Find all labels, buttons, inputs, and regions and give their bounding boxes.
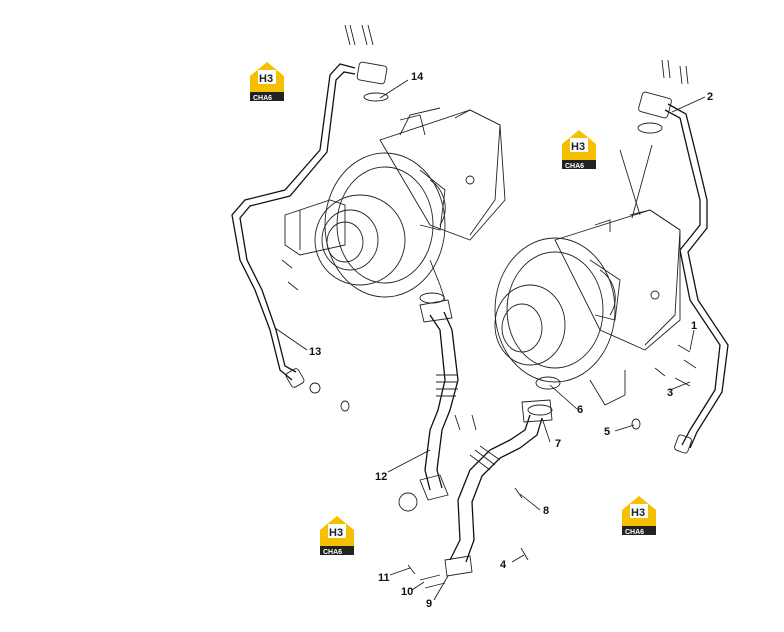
callout-5: 5	[604, 426, 610, 438]
oil-feed-pipe-right	[638, 91, 729, 454]
watermark-logo-4: H3 CHA6	[622, 496, 656, 536]
callout-8: 8	[543, 505, 549, 517]
callout-9: 9	[426, 598, 432, 610]
turbocharger-right	[494, 144, 681, 406]
callout-13: 13	[309, 346, 321, 358]
svg-text:CHA6: CHA6	[323, 549, 342, 556]
oil-feed-pipe-left	[231, 61, 388, 388]
callout-6: 6	[577, 404, 583, 416]
callout-2: 2	[707, 91, 713, 103]
turbocharger-left	[284, 107, 506, 301]
callout-3: 3	[667, 387, 673, 399]
svg-text:H3: H3	[259, 73, 273, 85]
svg-text:H3: H3	[631, 507, 645, 519]
callout-11: 11	[378, 572, 390, 584]
svg-text:H3: H3	[571, 141, 585, 153]
callout-14: 14	[411, 71, 424, 83]
callout-labels: 14 2 1 3 5 6 7 8 4 9 10 11 12 13	[309, 71, 713, 610]
callout-4: 4	[500, 559, 507, 571]
svg-text:CHA6: CHA6	[253, 95, 272, 102]
callout-7: 7	[555, 438, 561, 450]
small-parts	[281, 24, 697, 589]
oil-return-pipe-9	[444, 399, 553, 577]
watermark-logo-3: H3 CHA6	[320, 516, 354, 556]
svg-text:CHA6: CHA6	[565, 163, 584, 170]
callout-12: 12	[375, 471, 387, 483]
oil-return-pipe-12	[419, 299, 459, 501]
leader-lines	[274, 79, 706, 601]
watermark-logo-2: H3 CHA6	[562, 130, 596, 170]
watermark-logo-1: H3 CHA6	[250, 62, 284, 102]
svg-text:CHA6: CHA6	[625, 529, 644, 536]
svg-text:H3: H3	[329, 527, 343, 539]
callout-1: 1	[691, 320, 697, 332]
callout-10: 10	[401, 586, 413, 598]
